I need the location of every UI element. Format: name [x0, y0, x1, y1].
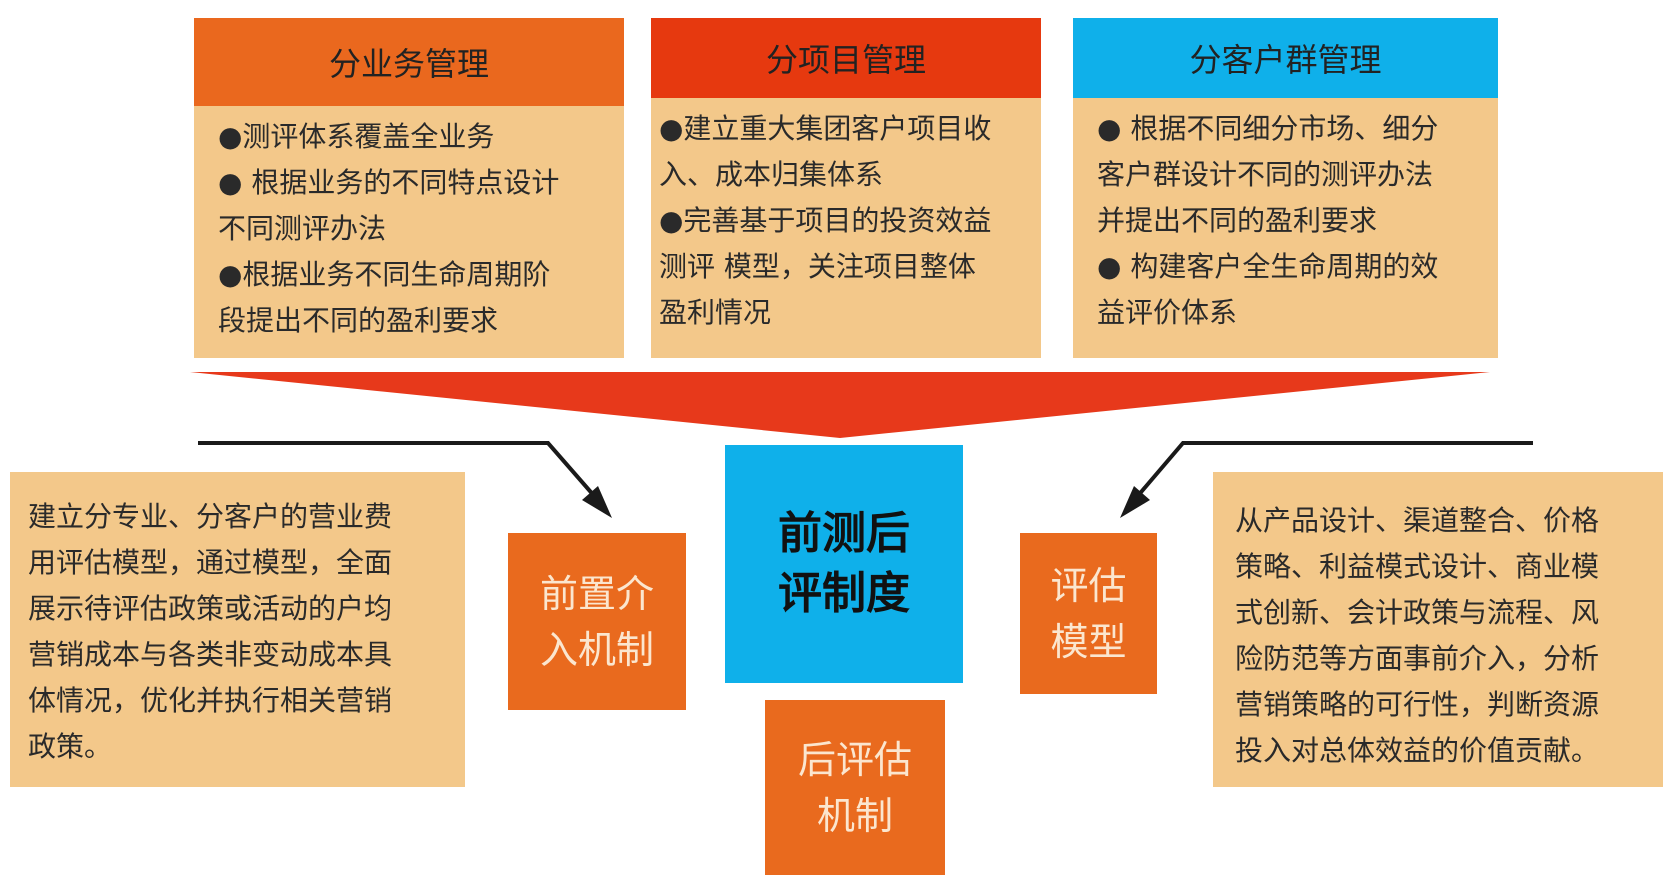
panel-line: 投入对总体效益的价值贡献。: [1235, 734, 1600, 767]
column-line: 益评价体系: [1097, 296, 1238, 329]
center-line: 评制度: [778, 568, 910, 619]
column-line: 客户群设计不同的测评办法: [1097, 158, 1434, 191]
column-line: 入、成本归集体系: [659, 158, 884, 191]
column-title: 分项目管理: [765, 41, 926, 79]
panel-line: 策略、利益模式设计、商业模: [1235, 550, 1600, 583]
panel-line: 用评估模型，通过模型，全面: [28, 546, 393, 579]
post-evaluation-mechanism-box: 后评估 机制: [765, 700, 945, 875]
column-body-customer: ● 根据不同细分市场、细分 客户群设计不同的测评办法 并提出不同的盈利要求 ● …: [1073, 98, 1498, 358]
evaluation-model-box: 评估 模型: [1020, 533, 1157, 694]
column-header-business: 分业务管理: [194, 18, 624, 106]
right-arrow-line: [1134, 441, 1533, 500]
column-line: 测评 模型，关注项目整体: [659, 250, 976, 283]
column-line: 并提出不同的盈利要求: [1097, 204, 1378, 237]
panel-line: 建立分专业、分客户的营业费: [28, 500, 393, 533]
column-line: ● 根据业务的不同特点设计: [218, 166, 560, 199]
right-description-panel: 从产品设计、渠道整合、价格 策略、利益模式设计、商业模 式创新、会计政策与流程、…: [1213, 472, 1663, 787]
mechanism-line: 后评估: [797, 737, 912, 782]
column-header-project: 分项目管理: [651, 18, 1041, 98]
left-arrowhead: [582, 486, 612, 518]
column-body-business: ●测评体系覆盖全业务 ● 根据业务的不同特点设计 不同测评办法 ●根据业务不同生…: [194, 106, 624, 358]
panel-line: 体情况，优化并执行相关营销: [28, 684, 393, 717]
funnel-shape: [190, 372, 1490, 438]
center-system-box: 前测后 评制度: [725, 445, 963, 683]
left-arrow-line: [198, 441, 598, 500]
column-line: ● 根据不同细分市场、细分: [1097, 112, 1439, 145]
panel-line: 式创新、会计政策与流程、风: [1235, 596, 1600, 629]
column-line: 盈利情况: [659, 296, 772, 329]
column-body-project: ●建立重大集团客户项目收 入、成本归集体系 ●完善基于项目的投资效益 测评 模型…: [651, 98, 1041, 358]
panel-line: 险防范等方面事前介入，分析: [1235, 642, 1600, 675]
center-line: 前测后: [778, 508, 910, 559]
right-arrowhead: [1120, 486, 1150, 518]
panel-line: 展示待评估政策或活动的户均: [28, 592, 393, 625]
mechanism-line: 模型: [1050, 619, 1127, 664]
column-line: ●完善基于项目的投资效益: [659, 204, 992, 237]
mechanism-line: 机制: [816, 793, 893, 838]
mechanism-line: 入机制: [539, 627, 654, 672]
panel-line: 从产品设计、渠道整合、价格: [1235, 504, 1600, 537]
left-description-panel: 建立分专业、分客户的营业费 用评估模型，通过模型，全面 展示待评估政策或活动的户…: [10, 472, 465, 787]
column-line: 段提出不同的盈利要求: [218, 304, 499, 337]
mechanism-line: 前置介: [539, 571, 654, 616]
column-title: 分业务管理: [328, 45, 489, 83]
panel-line: 营销成本与各类非变动成本具: [28, 638, 393, 671]
column-title: 分客户群管理: [1189, 41, 1382, 79]
mechanism-line: 评估: [1050, 563, 1127, 608]
column-line: ●测评体系覆盖全业务: [218, 120, 495, 153]
column-header-customer: 分客户群管理: [1073, 18, 1498, 98]
column-line: ●建立重大集团客户项目收: [659, 112, 992, 145]
column-line: ● 构建客户全生命周期的效: [1097, 250, 1439, 283]
panel-line: 政策。: [28, 730, 113, 763]
pre-intervention-mechanism-box: 前置介 入机制: [508, 533, 686, 710]
column-line: ●根据业务不同生命周期阶: [218, 258, 551, 291]
panel-line: 营销策略的可行性，判断资源: [1235, 688, 1600, 721]
column-line: 不同测评办法: [218, 212, 387, 245]
